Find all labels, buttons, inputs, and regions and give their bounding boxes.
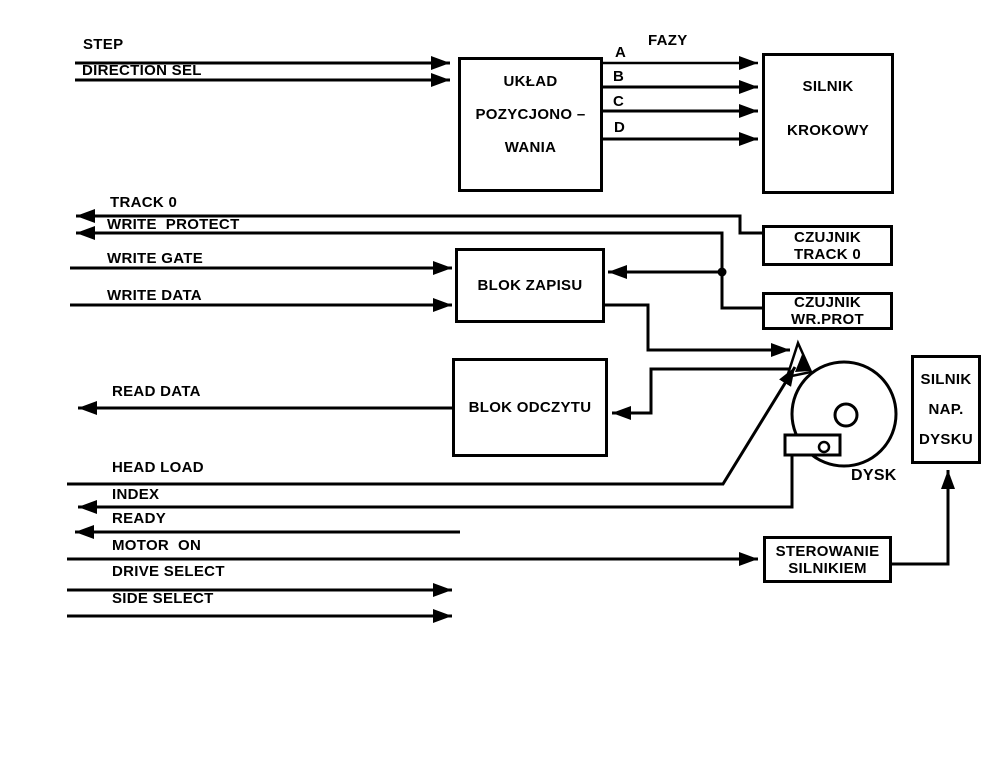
index-sensor-icon [783,433,842,457]
label-side-select: SIDE SELECT [112,590,214,607]
block-write-protect-sensor: CZUJNIK WR.PROT [762,292,893,330]
block-stepper-motor: SILNIK KROKOWY [762,53,894,194]
block-track0-sensor-line1: CZUJNIK [793,228,862,246]
label-ready: READY [112,510,167,527]
block-disk-drive-motor: SILNIK NAP. DYSKU [911,355,981,464]
block-read: BLOK ODCZYTU [452,358,608,457]
label-drive-select: DRIVE SELECT [112,563,225,580]
wire-index [78,455,794,514]
head-icon-fill [795,352,810,372]
block-positioning-unit-line3: WANIA [504,139,557,156]
block-read-line1: BLOK ODCZYTU [468,399,592,416]
label-head-load: HEAD LOAD [112,459,204,476]
block-positioning-unit-line1: UKŁAD [503,73,558,90]
wire-head-to-read-block [612,367,789,420]
label-write-gate: WRITE GATE [107,250,204,267]
wire-junction-dot [717,267,727,277]
block-stepper-motor-line1: SILNIK [802,78,854,95]
wire-head-load [67,366,797,486]
block-positioning-unit: UKŁAD POZYCJONO – WANIA [458,57,603,192]
label-fazy: FAZY [648,32,688,49]
wire-write-block-to-head [605,303,790,357]
block-motor-control: STEROWANIE SILNIKIEM [763,536,892,583]
label-index: INDEX [112,486,160,503]
block-positioning-unit-line2: POZYCJONO – [475,106,586,123]
block-write-line1: BLOK ZAPISU [477,277,583,294]
index-hole-icon [817,440,831,454]
block-write-protect-sensor-line2: WR.PROT [791,311,864,328]
block-write: BLOK ZAPISU [455,248,605,323]
label-phase-c: C [613,93,625,110]
label-write-data: WRITE DATA [107,287,202,304]
block-write-protect-sensor-line1: CZUJNIK [793,294,862,311]
disk-hub-icon [833,402,859,428]
block-track0-sensor: CZUJNIK TRACK 0 [762,225,893,266]
label-step: STEP [83,36,124,53]
label-phase-d: D [614,119,626,136]
label-direction-sel: DIRECTION SEL [82,62,202,79]
block-disk-drive-motor-line1: SILNIK [920,371,972,388]
label-dysk: DYSK [851,467,897,484]
block-track0-sensor-line2: TRACK 0 [793,245,862,263]
wire-motor-control-to-disk-motor [892,470,955,566]
wire-track0 [76,209,762,235]
block-stepper-motor-line2: KROKOWY [786,122,870,139]
label-track0: TRACK 0 [110,194,178,211]
label-motor-on: MOTOR ON [112,537,202,554]
label-phase-a: A [615,44,627,61]
label-read-data: READ DATA [112,383,201,400]
block-disk-drive-motor-line2: NAP. [928,401,964,418]
label-write-protect: WRITE PROTECT [107,216,240,233]
label-phase-b: B [613,68,625,85]
block-disk-drive-motor-line3: DYSKU [918,431,973,448]
block-motor-control-line2: SILNIKIEM [788,559,867,577]
block-motor-control-line1: STEROWANIE [775,542,880,560]
